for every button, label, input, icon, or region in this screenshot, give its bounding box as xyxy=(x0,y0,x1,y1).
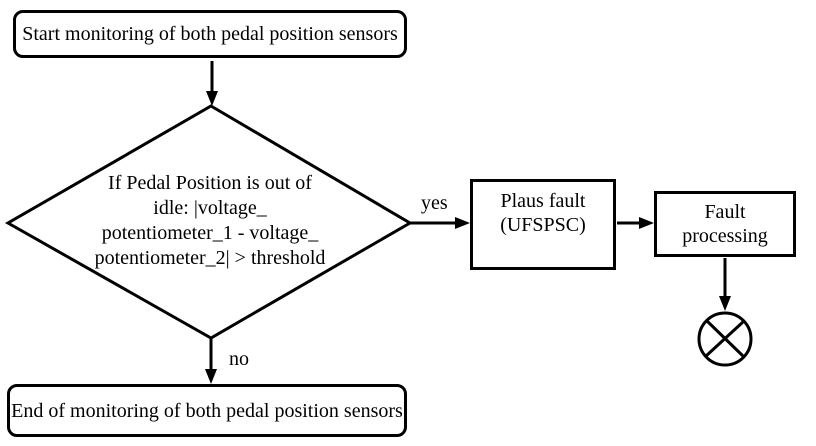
arrowhead-right-icon xyxy=(639,217,654,229)
edge-start-to-decision xyxy=(206,61,218,106)
arrowhead-down-icon xyxy=(205,369,217,384)
plaus-fault-node: Plaus fault (UFSPSC) xyxy=(470,179,616,270)
plaus-fault-line: Plaus fault xyxy=(500,190,586,212)
edge-fault-processing-to-terminator xyxy=(719,258,731,311)
edge-plaus-fault-to-fault-processing xyxy=(617,217,654,229)
fault-processing-line: Fault xyxy=(704,201,746,223)
arrowhead-right-icon xyxy=(455,217,470,229)
plaus-fault-line: (UFSPSC) xyxy=(500,214,586,236)
terminator-symbol xyxy=(697,311,753,367)
fault-processing-line: processing xyxy=(682,225,768,247)
end-node: End of monitoring of both pedal position… xyxy=(7,384,407,437)
fault-processing-node: Fault processing xyxy=(654,191,796,257)
edge-decision-to-plaus-fault xyxy=(410,217,470,229)
edge-label-yes: yes xyxy=(421,192,448,214)
decision-line: idle: |voltage_ xyxy=(153,197,267,219)
arrowhead-down-icon xyxy=(719,296,731,311)
edge-label-no: no xyxy=(229,348,249,370)
edge-decision-to-end xyxy=(205,338,217,384)
arrowhead-down-icon xyxy=(206,91,218,106)
decision-line: If Pedal Position is out of xyxy=(108,172,312,194)
decision-node-text: If Pedal Position is out of idle: |volta… xyxy=(64,171,356,271)
start-node: Start monitoring of both pedal position … xyxy=(13,10,407,58)
decision-line: potentiometer_2| > threshold xyxy=(94,247,326,269)
terminator-x-icon xyxy=(704,319,746,358)
decision-line: potentiometer_1 - voltage_ xyxy=(101,222,319,244)
